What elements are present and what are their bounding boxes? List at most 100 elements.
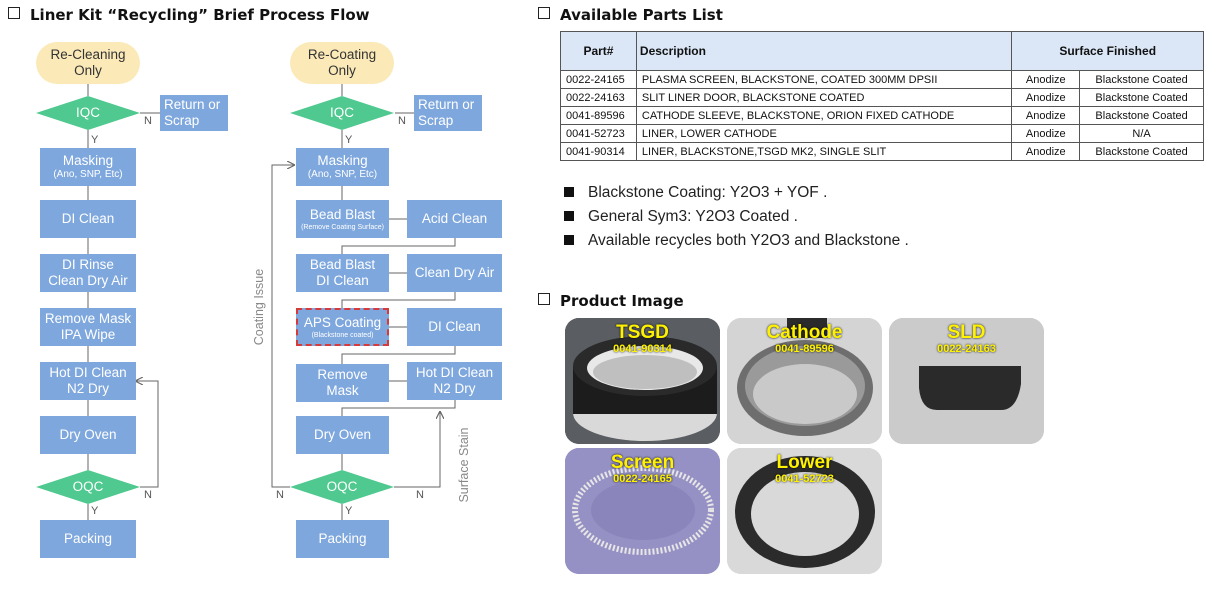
square-bullet-icon xyxy=(564,211,574,221)
dry-oven-box: Dry Oven xyxy=(40,416,136,454)
product-photo-sld: SLD 0022-24163 xyxy=(889,318,1044,444)
no-label: N xyxy=(276,489,284,501)
dry-oven-box: Dry Oven xyxy=(296,416,389,454)
list-item: General Sym3: Y2O3 Coated . xyxy=(564,205,909,229)
product-title: Product Image xyxy=(538,292,684,310)
description: SLIT LINER DOOR, BLACKSTONE COATED xyxy=(635,88,1013,107)
description: LINER, LOWER CATHODE xyxy=(635,124,1013,143)
oqc-diamond-right xyxy=(290,470,394,504)
oqc-diamond-left xyxy=(36,470,140,504)
product-part-number: 0041-90314 xyxy=(613,343,672,355)
aps-coating-box: APS Coating(Blackstone coated) xyxy=(296,308,389,346)
yes-label: Y xyxy=(345,505,353,517)
yes-label: Y xyxy=(91,134,99,146)
iqc-diamond-left xyxy=(36,96,140,130)
list-item: Blackstone Coating: Y2O3 + YOF . xyxy=(564,181,909,205)
square-bullet-icon xyxy=(564,235,574,245)
iqc-label: IQC xyxy=(329,105,354,120)
product-part-number: 0022-24165 xyxy=(613,473,672,485)
surface-finish: N/A xyxy=(1079,124,1204,143)
connector xyxy=(341,238,456,254)
clean-dry-air-box: Clean Dry Air xyxy=(407,254,502,292)
yes-label: Y xyxy=(91,505,99,517)
coating-issue-label: Coating Issue xyxy=(252,268,266,346)
product-photo-lower: Lower 0041-52723 xyxy=(727,448,882,574)
product-photo-screen: Screen 0022-24165 xyxy=(565,448,720,574)
no-label: N xyxy=(144,489,152,501)
bead-blast-box: Bead Blast(Remove Coating Surface) xyxy=(296,200,389,238)
checkbox-icon xyxy=(8,7,20,19)
product-name: Lower xyxy=(776,452,833,473)
product-name: Cathode xyxy=(766,322,843,343)
product-name: Screen xyxy=(610,452,675,473)
product-photo-cathode: Cathode 0041-89596 xyxy=(727,318,882,444)
header-surface: Surface Finished xyxy=(1011,31,1204,71)
square-bullet-icon xyxy=(564,187,574,197)
description: CATHODE SLEEVE, BLACKSTONE, ORION FIXED … xyxy=(635,106,1013,125)
part-number: 0022-24165 xyxy=(560,70,637,89)
parts-title: Available Parts List xyxy=(538,6,723,24)
loop-connector xyxy=(136,381,159,488)
parts-table: Part# Description Surface Finished 0022-… xyxy=(560,31,1204,161)
header-part: Part# xyxy=(560,31,637,71)
part-number: 0022-24163 xyxy=(560,88,637,107)
header-description: Description xyxy=(635,31,1013,71)
table-header-row: Part# Description Surface Finished xyxy=(560,31,1204,71)
part-number: 0041-52723 xyxy=(560,124,637,143)
iqc-diamond-right xyxy=(290,96,394,130)
connector xyxy=(341,292,456,308)
description: PLASMA SCREEN, BLACKSTONE, COATED 300MM … xyxy=(635,70,1013,89)
part-number: 0041-90314 xyxy=(560,142,637,161)
part-number: 0041-89596 xyxy=(560,106,637,125)
coating-issue-loop xyxy=(271,165,294,488)
di-clean-box: DI Clean xyxy=(407,308,502,346)
masking-box: Masking(Ano, SNP, Etc) xyxy=(40,148,136,186)
product-name: TSGD xyxy=(616,322,669,343)
no-label: N xyxy=(144,115,152,127)
packing-box: Packing xyxy=(296,520,389,558)
product-photo-tsgd: TSGD 0041-90314 xyxy=(565,318,720,444)
surface-finish: Blackstone Coated xyxy=(1079,88,1204,107)
description: LINER, BLACKSTONE,TSGD MK2, SINGLE SLIT xyxy=(635,142,1013,161)
surface-base: Anodize xyxy=(1011,70,1081,89)
notes-list: Blackstone Coating: Y2O3 + YOF . General… xyxy=(564,181,909,253)
product-part-number: 0041-52723 xyxy=(775,473,834,485)
plasma-screen-image xyxy=(565,448,720,574)
no-label: N xyxy=(416,489,424,501)
checkbox-icon xyxy=(538,7,550,19)
oqc-label: OQC xyxy=(72,479,104,494)
list-item: Available recycles both Y2O3 and Blackst… xyxy=(564,229,909,253)
surface-finish: Blackstone Coated xyxy=(1079,142,1204,161)
iqc-label: IQC xyxy=(75,105,100,120)
surface-finish: Blackstone Coated xyxy=(1079,70,1204,89)
tsgd-liner-image xyxy=(565,318,720,444)
cathode-sleeve-image xyxy=(727,318,882,444)
product-part-number: 0022-24163 xyxy=(937,343,996,355)
surface-finish: Blackstone Coated xyxy=(1079,106,1204,125)
surface-stain-loop xyxy=(394,412,440,488)
packing-box: Packing xyxy=(40,520,136,558)
surface-base: Anodize xyxy=(1011,88,1081,107)
surface-base: Anodize xyxy=(1011,106,1081,125)
surface-base: Anodize xyxy=(1011,142,1081,161)
yes-label: Y xyxy=(345,134,353,146)
lower-cathode-liner-image xyxy=(727,448,882,574)
masking-box: Masking(Ano, SNP, Etc) xyxy=(296,148,389,186)
acid-clean-box: Acid Clean xyxy=(407,200,502,238)
slit-liner-door-image xyxy=(889,318,1044,444)
